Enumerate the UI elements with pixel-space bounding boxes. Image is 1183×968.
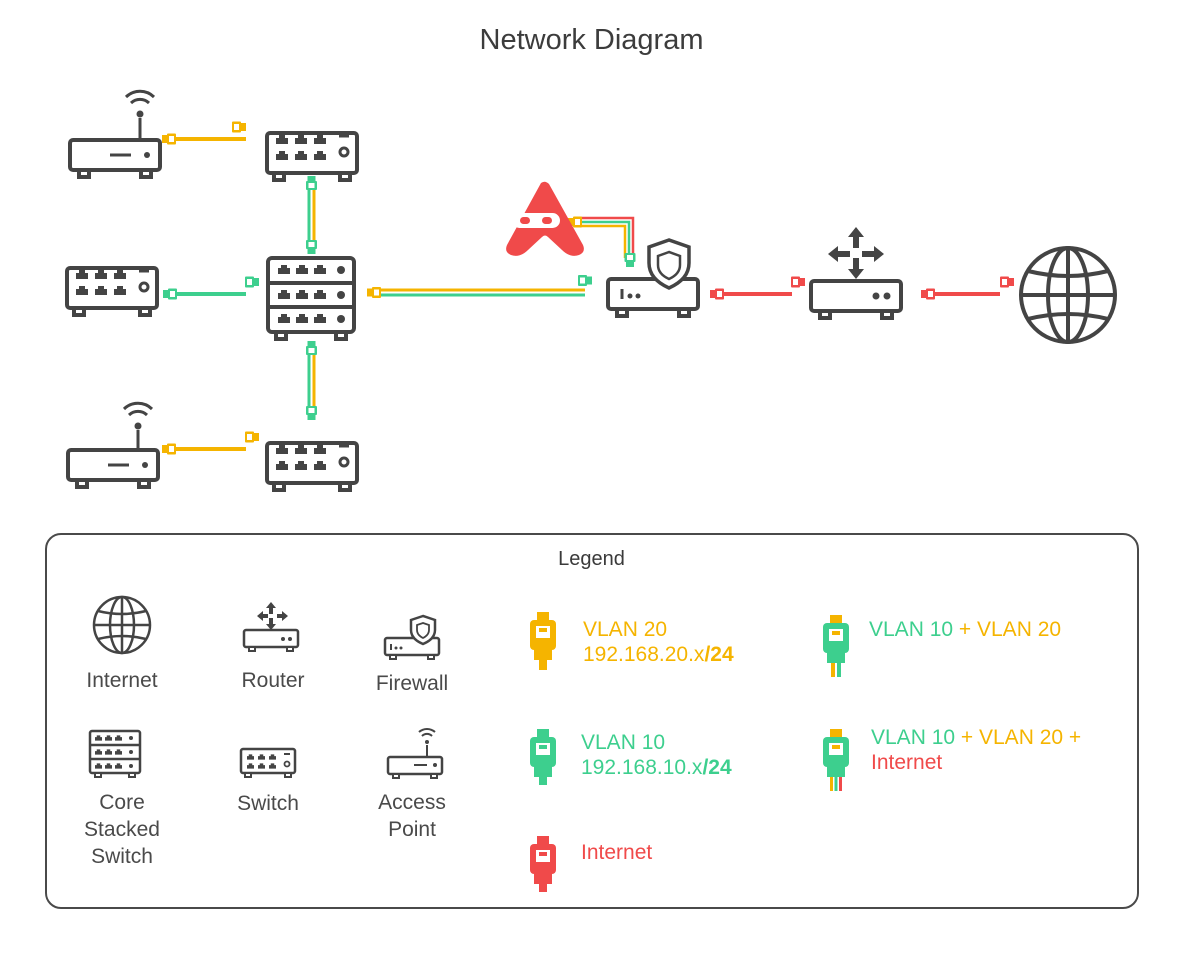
cable-ap-top [162,121,246,145]
core-stacked-switch[interactable] [266,256,356,341]
vlan10-subnet: 192.168.10.x [581,756,703,779]
legend-title: Legend [558,548,625,570]
cable-firewall-router [710,276,805,300]
legend-label-router: Router [241,669,305,692]
legend-cable-vlan10 [530,729,556,785]
vlan20-subnet-line: 192.168.20.x/24 [583,642,734,667]
legend-label-ap-line2: Point [388,818,436,841]
switch-left[interactable] [65,266,159,317]
legend-label-internet: Internet [86,669,158,692]
legend-text-vlan10-vlan20: VLAN 10 + VLAN 20 [869,617,1061,642]
legend-label-core-line1: Core [99,791,145,814]
legend-cable-all [823,729,849,791]
both-sep: + [953,618,977,641]
all-vlan10: VLAN 10 [871,726,956,749]
legend-label-switch: Switch [237,792,299,815]
all-sep2: + [1063,726,1082,749]
legend-label-core-line3: Switch [91,845,153,868]
legend-internet-icon [92,595,152,655]
legend-text-internet: Internet [581,841,653,864]
all-internet: Internet [871,751,943,774]
cable-ap-bottom [162,431,259,455]
legend-access-point-icon [386,728,444,779]
legend-cable-vlan10-vlan20 [823,615,849,677]
legend-router-icon [242,602,300,652]
switch-bottom[interactable] [265,441,359,492]
both-vlan10: VLAN 10 [869,618,954,641]
both-vlan20: VLAN 20 [977,618,1062,641]
vlan10-name: VLAN 10 [581,731,666,754]
page-title: Network Diagram [479,24,704,56]
access-point-top[interactable] [68,89,162,179]
legend-text-vlan10: VLAN 10 192.168.10.x/24 [581,730,732,780]
internet-globe-icon[interactable] [1019,246,1117,344]
vlan20-name: VLAN 20 [583,618,668,641]
cable-core-firewall [367,275,592,298]
legend-label-core-line2: Stacked [84,818,160,841]
cable-core-switch-bottom [306,341,317,420]
vlan10-mask: /24 [702,756,732,779]
legend-firewall-icon [383,614,441,660]
legend-label-ap-line1: Access [378,791,446,814]
legend-core-switch-icon [88,729,142,778]
legend-label-firewall: Firewall [375,672,449,695]
access-point-bottom[interactable] [66,401,160,489]
switch-top[interactable] [265,131,359,182]
vlan20-subnet: 192.168.20.x [583,643,705,666]
legend-label-access-point: Access Point [352,789,472,843]
firewall[interactable] [606,238,700,318]
cable-switch-top-core [306,176,317,254]
attacker-icon [506,181,584,256]
legend-text-all: VLAN 10 + VLAN 20 + Internet [871,725,1081,775]
all-sep1: + [955,726,979,749]
vlan20-mask: /24 [704,643,734,666]
legend-cable-internet [530,836,556,892]
legend-label-core-stacked-switch: Core Stacked Switch [62,789,182,870]
cable-left-switch-core [163,276,259,300]
legend-text-vlan20: VLAN 20 192.168.20.x/24 [583,617,734,667]
all-vlan20: VLAN 20 [979,726,1064,749]
legend-cable-vlan20 [530,612,556,670]
cable-attacker-firewall [568,216,636,267]
legend-switch-icon [239,747,297,778]
all-line1: VLAN 10 + VLAN 20 + [871,725,1081,750]
cable-router-internet [921,276,1014,300]
router[interactable] [809,227,903,320]
legend-panel [45,533,1139,909]
vlan10-subnet-line: 192.168.10.x/24 [581,755,732,780]
